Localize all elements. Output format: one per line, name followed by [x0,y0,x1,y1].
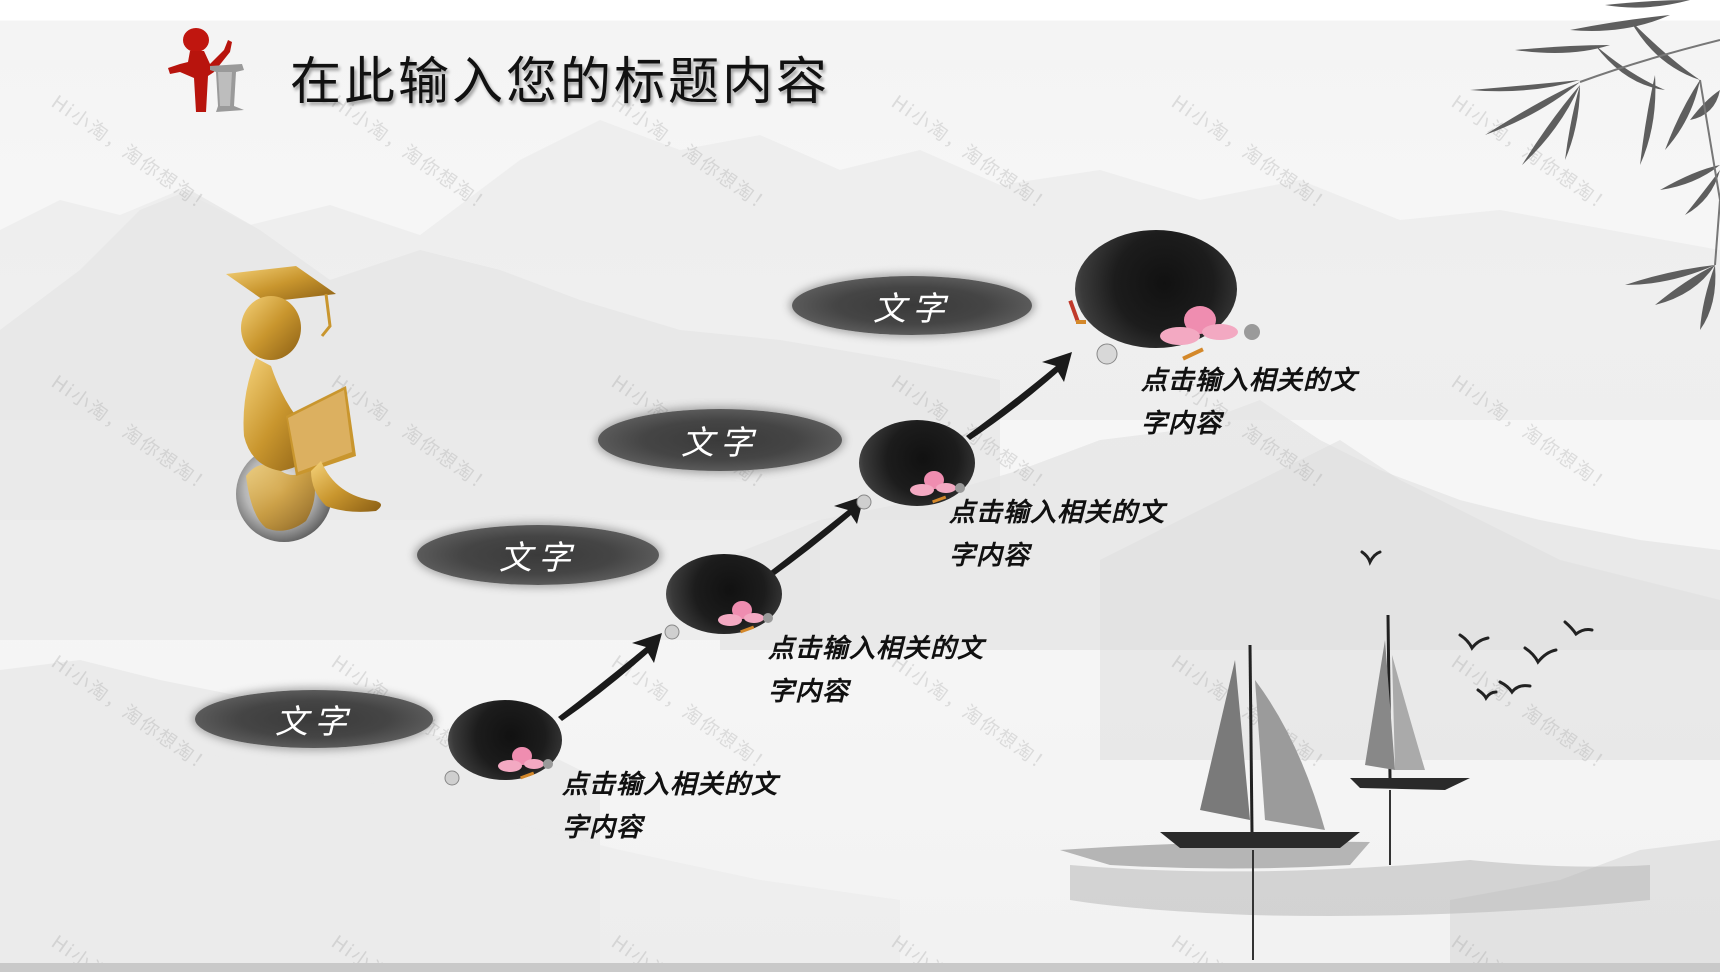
ink-brush-arrow-icon [966,352,1072,440]
step-3-description[interactable]: 点击输入相关的文 字内容 [949,492,1199,578]
pink-lotus-icon [444,747,553,786]
ink-bamboo-leaves-icon [1470,0,1720,330]
ink-sailboats-icon [1060,550,1650,960]
step-1-description-line2: 字内容 [562,813,644,843]
step-4-label: 文字 [873,288,951,328]
step-3-label: 文字 [681,423,759,462]
step-4-description[interactable]: 点击输入相关的文 字内容 [1141,360,1391,446]
step-1-label: 文字 [275,702,353,741]
step-2-description[interactable]: 点击输入相关的文 字内容 [768,628,1018,714]
pink-lotus-icon [664,601,773,640]
step-1-description-line1: 点击输入相关的文 [562,770,779,800]
step-3-description-line2: 字内容 [949,541,1031,571]
bottom-scroll-strip [0,963,1720,972]
step-1-description[interactable]: 点击输入相关的文 字内容 [562,764,812,850]
ink-brush-arrow-icon [558,633,662,721]
pink-lotus-icon [856,471,965,510]
step-2-label-pill[interactable]: 文字 [417,525,659,585]
page-title[interactable]: 在此输入您的标题内容 [290,53,831,112]
step-4-description-line1: 点击输入相关的文 [1141,366,1358,396]
red-presenter-at-podium-icon [168,28,244,112]
step-2-label: 文字 [499,538,577,577]
step-3-description-line1: 点击输入相关的文 [949,498,1166,528]
step-3-label-pill[interactable]: 文字 [598,409,842,471]
pink-lotus-icon [1068,299,1260,365]
golden-graduate-on-globe-with-laptop-icon [226,266,381,542]
ink-brush-arrow-icon [764,496,864,580]
step-1-label-pill[interactable]: 文字 [195,690,433,748]
step-2-description-line1: 点击输入相关的文 [768,634,985,664]
step-4-label-pill[interactable]: 文字 [792,276,1032,335]
step-2-description-line2: 字内容 [768,677,850,707]
step-4-description-line2: 字内容 [1141,409,1223,439]
